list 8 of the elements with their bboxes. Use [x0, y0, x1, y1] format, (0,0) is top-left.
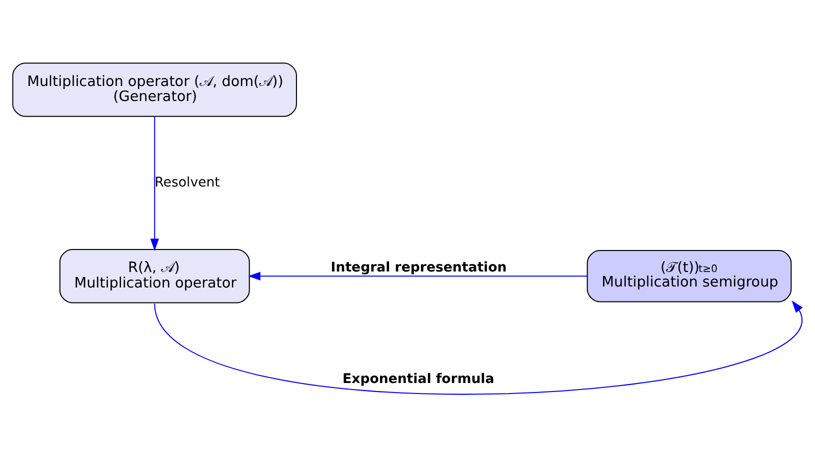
edge-label: Resolvent: [154, 174, 220, 190]
node-box: (𝒯(t))t≥0 Multiplication semigroup: [586, 250, 792, 302]
edge-label: Integral representation: [330, 260, 507, 275]
edge-label: Exponential formula: [342, 372, 494, 387]
node-box: Multiplication operator (𝒜, dom(𝒜)) (Generator): [12, 62, 297, 116]
arrow: [150, 116, 159, 250]
arrow: [248, 271, 588, 280]
node-box: R(λ, 𝒜) Multiplication operator: [59, 248, 250, 303]
